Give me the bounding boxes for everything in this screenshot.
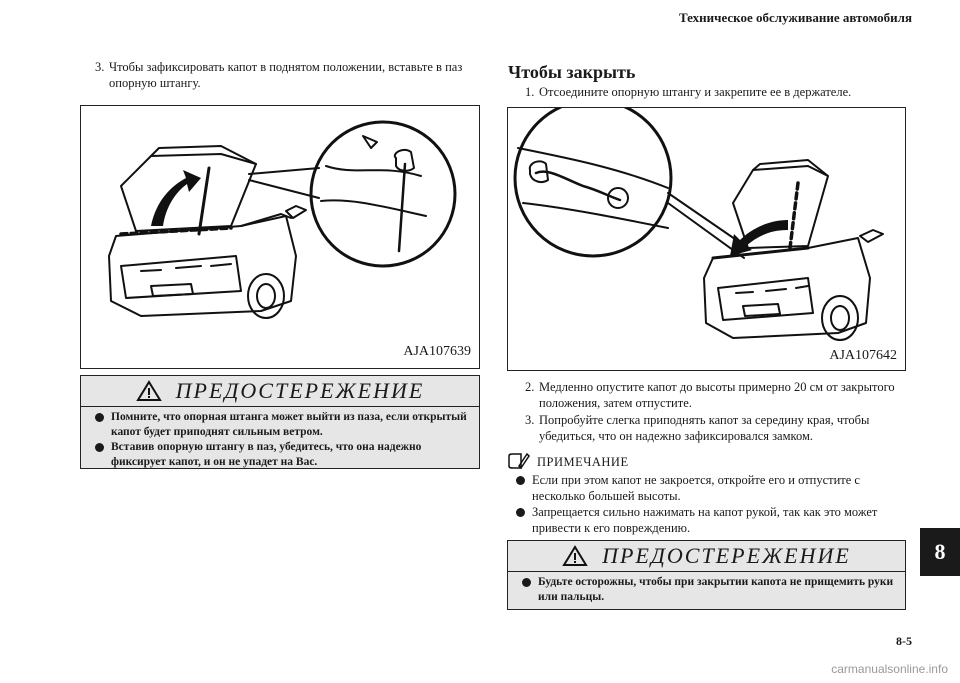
figure-label: AJA107639	[403, 344, 471, 359]
step-number: 2.	[525, 380, 535, 394]
left-step-3: 3. Чтобы зафиксировать капот в поднятом …	[95, 59, 480, 91]
step-text: Попробуйте слегка приподнять капот за се…	[539, 413, 870, 443]
right-step-3: 3. Попробуйте слегка приподнять капот за…	[525, 412, 910, 444]
warning-item: Будьте осторожны, чтобы при закрытии кап…	[516, 575, 897, 605]
page-number: 8-5	[896, 634, 912, 648]
warning-title: ПРЕДОСТЕРЕЖЕНИЕ	[175, 378, 425, 403]
step-number: 3.	[525, 413, 535, 427]
step-number: 1.	[525, 85, 535, 99]
warning-header: ПРЕДОСТЕРЕЖЕНИЕ	[508, 541, 905, 572]
note-pencil-icon	[508, 452, 530, 470]
watermark: carmanualsonline.info	[831, 662, 948, 676]
section-heading: Чтобы закрыть	[508, 62, 636, 82]
page-header-title: Техническое обслуживание автомобиля	[678, 10, 912, 25]
warning-triangle-icon	[135, 380, 162, 401]
chapter-tab: 8	[920, 528, 960, 576]
step-text: Медленно опустите капот до высоты пример…	[539, 380, 895, 410]
warning-item: Помните, что опорная штанга может выйти …	[89, 410, 471, 440]
note-item: Запрещается сильно нажимать на капот рук…	[510, 504, 905, 536]
bullet-icon	[95, 413, 104, 422]
car-hood-close-illustration	[513, 98, 884, 341]
step-text: Чтобы зафиксировать капот в поднятом пол…	[109, 60, 463, 90]
bullet-icon	[516, 476, 525, 485]
curved-arrow-icon	[730, 220, 788, 256]
car-hood-open-illustration	[108, 120, 457, 319]
step-number: 3.	[95, 60, 105, 74]
note-header: ПРИМЕЧАНИЕ	[507, 452, 629, 472]
warning-triangle-icon	[562, 545, 588, 566]
warning-item: Вставив опорную штангу в паз, убедитесь,…	[89, 440, 471, 470]
warning-header: ПРЕДОСТЕРЕЖЕНИЕ	[81, 376, 479, 407]
bullet-icon	[522, 578, 531, 587]
right-step-1: 1. Отсоедините опорную штангу и закрепит…	[525, 84, 910, 100]
figure-insert-prop-rod: AJA107639	[80, 105, 480, 369]
note-item: Если при этом капот не закроется, открой…	[510, 472, 905, 504]
warning-box-right: ПРЕДОСТЕРЕЖЕНИЕ Будьте осторожны, чтобы …	[507, 540, 906, 610]
step-text: Отсоедините опорную штангу и закрепите е…	[539, 85, 852, 99]
curved-arrow-icon	[151, 170, 201, 226]
warning-box-left: ПРЕДОСТЕРЕЖЕНИЕ Помните, что опорная шта…	[80, 375, 480, 469]
note-list: Если при этом капот не закроется, открой…	[510, 472, 905, 536]
figure-close-hood: AJA107642	[507, 98, 906, 371]
right-step-2: 2. Медленно опустите капот до высоты при…	[525, 379, 910, 411]
warning-title: ПРЕДОСТЕРЕЖЕНИЕ	[602, 543, 851, 568]
figure-label: AJA107642	[829, 348, 897, 363]
note-title: ПРИМЕЧАНИЕ	[537, 454, 629, 469]
bullet-icon	[95, 443, 104, 452]
bullet-icon	[516, 508, 525, 517]
